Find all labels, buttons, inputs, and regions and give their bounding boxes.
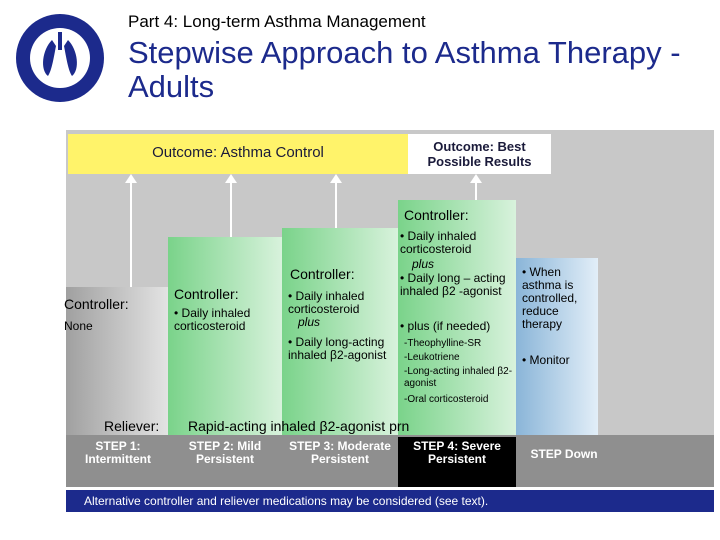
step3-column <box>282 228 398 435</box>
page-title: Stepwise Approach to Asthma Therapy - Ad… <box>128 35 681 104</box>
step4-bullet-1: • Daily inhaled corticosteroid <box>400 229 477 256</box>
step4-option-ocs: -Oral corticosteroid <box>404 394 489 405</box>
step4-option-leukotriene: -Leukotriene <box>404 352 460 363</box>
arrow-up-icon <box>225 174 237 237</box>
outcome-control-box <box>68 134 408 174</box>
step2-column <box>168 237 282 435</box>
step4-plus: plus <box>412 257 435 271</box>
stepdown-bullet-1: • When asthma is controlled, reduce ther… <box>522 265 578 331</box>
footnote: Alternative controller and reliever medi… <box>84 494 489 508</box>
step4-label: STEP 4: Severe Persistent <box>413 439 501 466</box>
part-title: Part 4: Long-term Asthma Management <box>128 12 426 31</box>
step4-label-box <box>398 437 516 487</box>
step4-column <box>398 200 516 435</box>
step-row-background <box>66 435 714 487</box>
outcome-best-label: Outcome: Best Possible Results <box>427 139 532 169</box>
step2-controller-heading: Controller: <box>174 286 239 302</box>
reliever-text: Rapid-acting inhaled β2-agonist prn <box>188 418 410 434</box>
step3-bullet-1: • Daily inhaled corticosteroid <box>288 289 365 316</box>
footnote-band <box>66 490 714 512</box>
gina-logo <box>16 14 104 102</box>
stepdown-label: STEP Down <box>530 447 598 461</box>
step1-controller-heading: Controller: <box>64 296 129 312</box>
outcome-control-label: Outcome: Asthma Control <box>152 144 324 161</box>
step3-label: STEP 3: Moderate Persistent <box>289 439 391 466</box>
step1-controller-body: None <box>64 319 93 333</box>
step4-option-laba: -Long-acting inhaled β2- agonist <box>404 366 513 389</box>
arrow-up-icon <box>125 174 137 287</box>
step3-controller-heading: Controller: <box>290 266 355 282</box>
step4-option-theophylline: -Theophylline-SR <box>404 338 482 349</box>
reliever-label: Reliever: <box>104 418 160 434</box>
stepdown-bullet-2: • Monitor <box>522 353 570 367</box>
step4-controller-heading: Controller: <box>404 207 469 223</box>
outcome-best-box <box>408 134 551 174</box>
step2-label: STEP 2: Mild Persistent <box>188 439 262 466</box>
step4-bullet-3: • plus (if needed) <box>400 319 491 333</box>
arrow-up-icon <box>330 174 342 228</box>
step1-column <box>66 287 168 435</box>
step1-label: STEP 1: Intermittent <box>85 439 151 466</box>
arrow-up-icon <box>470 174 482 200</box>
stepdown-column <box>516 258 598 435</box>
step3-plus: plus <box>298 315 321 329</box>
step2-controller-bullet: • Daily inhaled corticosteroid <box>174 306 251 333</box>
step3-bullet-2: • Daily long-acting inhaled β2-agonist <box>288 335 387 362</box>
step4-bullet-2: • Daily long – acting inhaled β2 -agonis… <box>400 271 506 298</box>
